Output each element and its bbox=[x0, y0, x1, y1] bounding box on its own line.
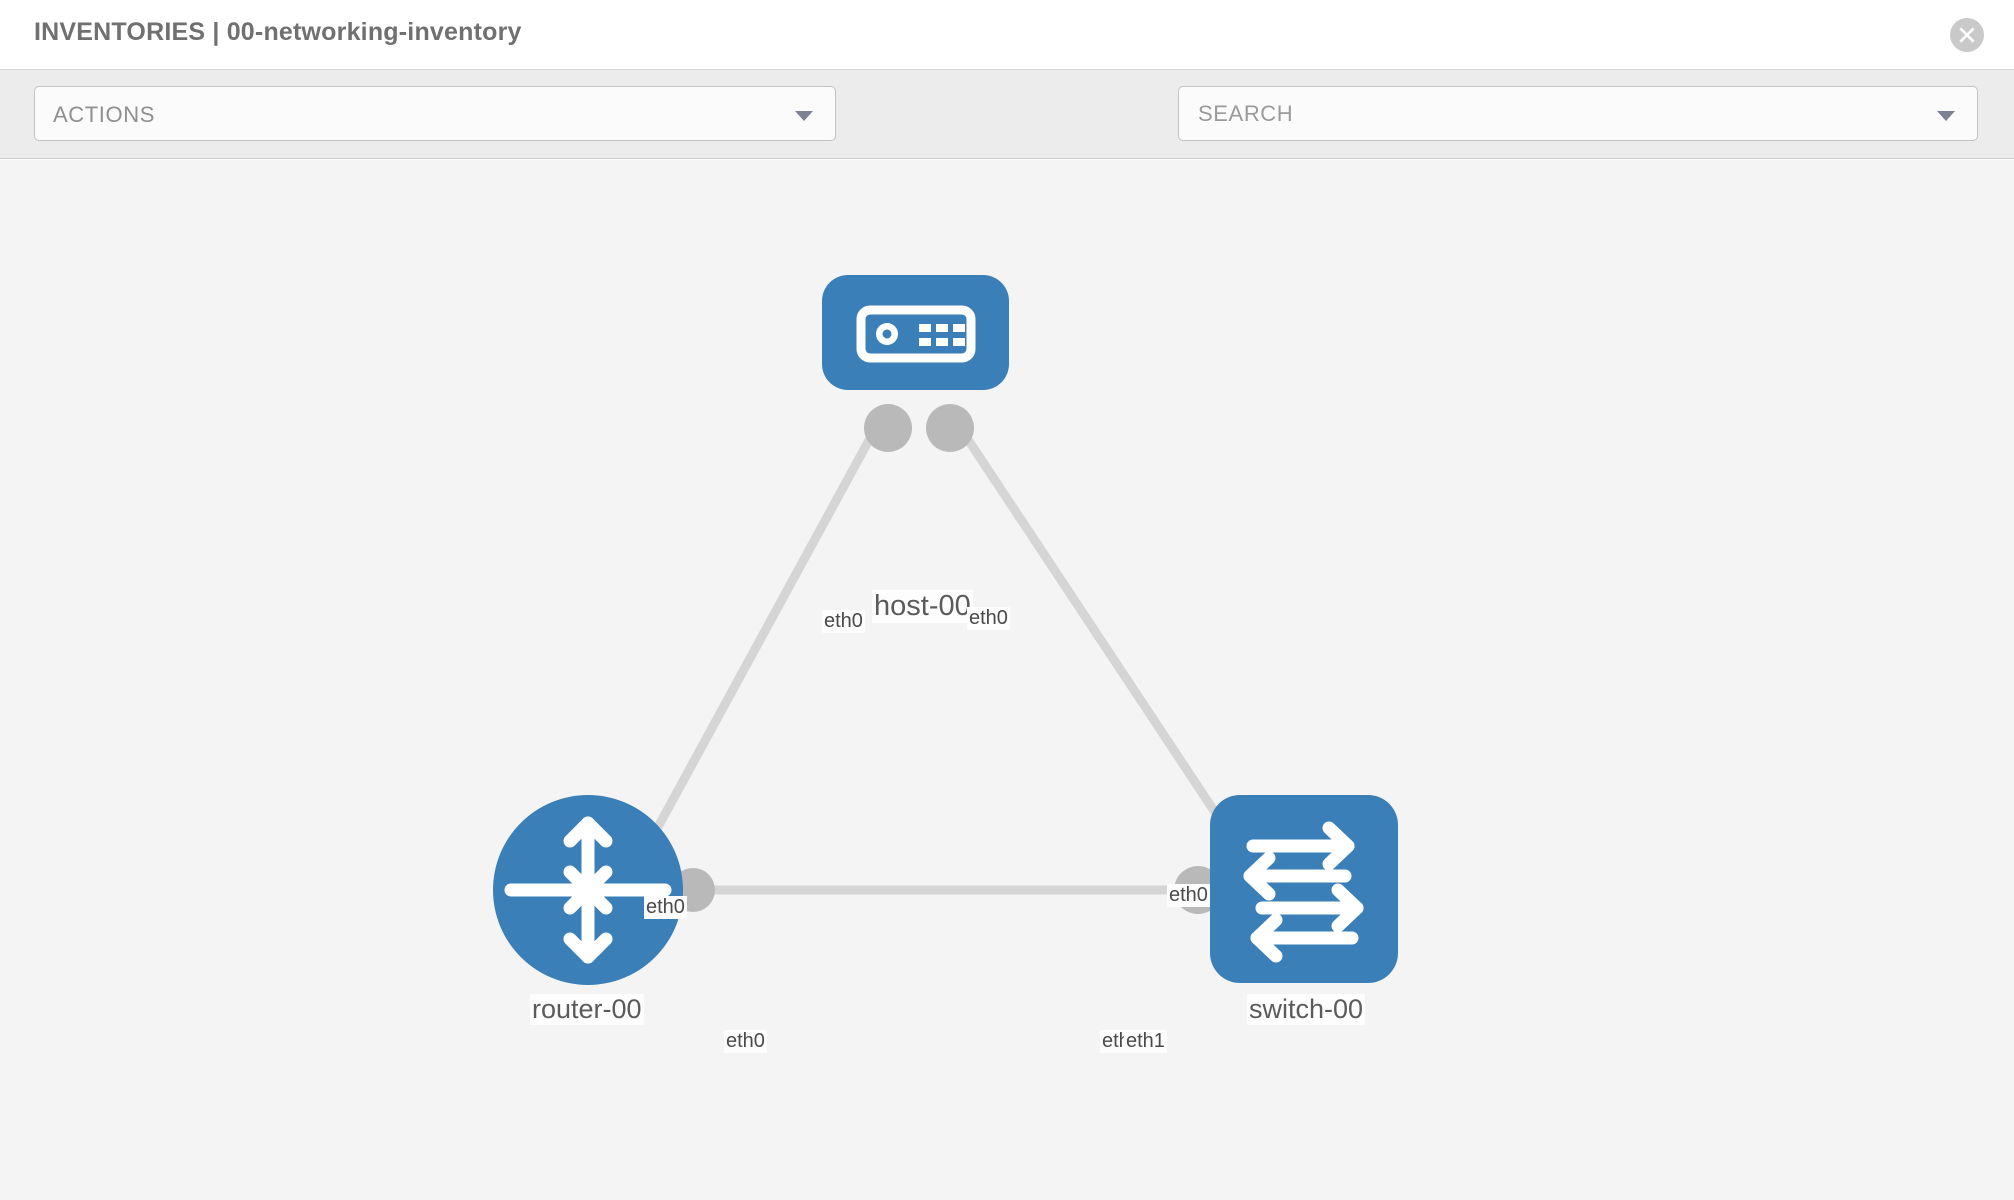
node-label-switch-00: switch-00 bbox=[1247, 994, 1366, 1025]
switch-arrows-icon bbox=[1243, 821, 1364, 963]
handle-host-left[interactable] bbox=[864, 404, 912, 452]
node-switch-00[interactable] bbox=[1210, 795, 1398, 983]
edge-label-switch-up-eth0: eth0 bbox=[1167, 884, 1210, 907]
close-button[interactable] bbox=[1950, 18, 1984, 52]
edge-label-router-right-eth0: eth0 bbox=[724, 1030, 767, 1053]
handle-host-right[interactable] bbox=[926, 404, 974, 452]
actions-dropdown[interactable]: ACTIONS bbox=[34, 86, 836, 141]
node-label-host-00: host-00 bbox=[872, 590, 973, 623]
page-header: INVENTORIES | 00-networking-inventory bbox=[0, 0, 2014, 70]
edge-label-router-up-eth0: eth0 bbox=[644, 896, 687, 919]
node-host-00[interactable] bbox=[822, 275, 1009, 390]
edge-label-host-right-eth0: eth0 bbox=[967, 607, 1010, 630]
router-arrows-icon bbox=[504, 816, 672, 964]
topology-canvas[interactable]: host-00 router-00 switch-00 eth0 eth0 et… bbox=[0, 160, 2014, 1200]
actions-dropdown-label: ACTIONS bbox=[53, 102, 155, 127]
edge-host-router[interactable] bbox=[635, 415, 885, 865]
node-label-router-00: router-00 bbox=[530, 994, 644, 1025]
search-dropdown[interactable] bbox=[1178, 86, 1978, 141]
edge-label-switch-left-eth1: eth1 bbox=[1124, 1030, 1167, 1053]
search-input[interactable] bbox=[1180, 88, 1920, 139]
edge-group bbox=[635, 415, 1245, 895]
page-title: INVENTORIES | 00-networking-inventory bbox=[34, 18, 522, 46]
chevron-down-icon bbox=[795, 111, 813, 121]
toolbar: ACTIONS bbox=[0, 70, 2014, 198]
close-icon bbox=[1959, 27, 1975, 43]
edge-host-switch[interactable] bbox=[950, 415, 1245, 855]
edge-label-host-left-eth0: eth0 bbox=[822, 610, 865, 633]
edge-label-switch-left-eth0-occluded: eth bbox=[1100, 1030, 1132, 1053]
chevron-down-icon bbox=[1937, 111, 1955, 121]
server-icon bbox=[856, 305, 976, 363]
node-router-00[interactable] bbox=[493, 795, 683, 985]
topology-graph bbox=[493, 275, 1398, 985]
